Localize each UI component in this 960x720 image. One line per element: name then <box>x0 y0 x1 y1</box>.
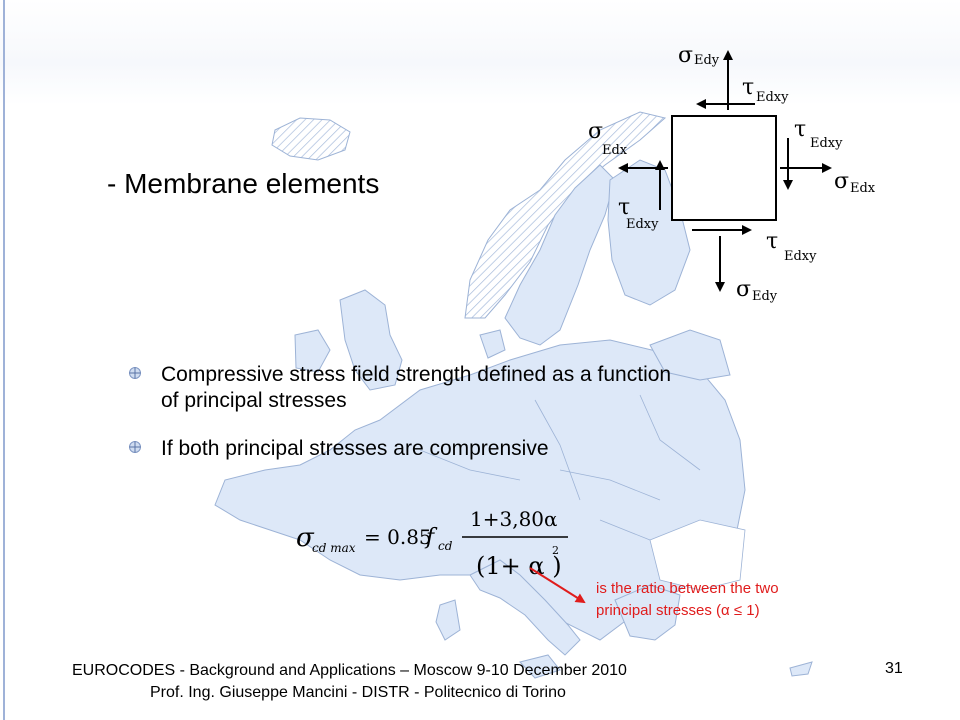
bullet-item: If both principal stresses are comprensi… <box>128 436 828 462</box>
tau-left-sub: Edxy <box>626 217 659 232</box>
left-border-line <box>3 0 5 720</box>
bullet-text-line1: Compressive stress field strength define… <box>161 363 672 386</box>
sigma-edx-right-symbol: σ <box>834 169 849 194</box>
footer: EUROCODES - Background and Applications … <box>72 660 627 704</box>
formula-lhs-symbol: σ <box>296 523 315 553</box>
sigma-edy-top-symbol: σ <box>678 43 693 68</box>
formula-lhs-subscript: cd max <box>312 541 356 555</box>
formula-numerator: 1+3,80α <box>470 507 558 531</box>
footer-line1: EUROCODES - Background and Applications … <box>72 662 627 679</box>
formula-equals: = 0.85 <box>364 525 432 549</box>
tau-top-sub: Edxy <box>756 90 789 105</box>
alpha-note-line2: principal stresses (α ≤ 1) <box>596 602 760 619</box>
formula-exponent: 2 <box>552 544 559 557</box>
sigma-edx-right-sub: Edx <box>850 181 876 196</box>
element-square <box>671 115 777 221</box>
tau-right-symbol: τ <box>794 117 806 142</box>
alpha-note-line1: is the ratio between the two <box>596 580 779 597</box>
formula-f: f <box>424 525 438 550</box>
formula-sigma-cd-max: σ cd max = 0.85 f cd 1+3,80α (1+ α ) 2 <box>296 507 568 580</box>
bullet-text: If both principal stresses are comprensi… <box>161 437 549 460</box>
alpha-note: is the ratio between the two principal s… <box>596 578 779 622</box>
bullet-item: Compressive stress field strength define… <box>128 362 828 414</box>
bullet-list: Compressive stress field strength define… <box>128 362 828 480</box>
tau-bottom-sub: Edxy <box>784 249 817 264</box>
sigma-edx-left-symbol: σ <box>588 119 603 144</box>
bullet-text-line2: of principal stresses <box>161 389 347 412</box>
formula-denominator: (1+ α ) <box>476 552 562 580</box>
footer-line2: Prof. Ing. Giuseppe Mancini - DISTR - Po… <box>150 684 566 701</box>
page-number: 31 <box>885 660 903 677</box>
slide-title: - Membrane elements <box>107 168 380 199</box>
formula-f-subscript: cd <box>438 539 453 553</box>
tau-right-sub: Edxy <box>810 136 843 151</box>
sigma-edy-bottom-symbol: σ <box>736 277 751 302</box>
tau-bottom-symbol: τ <box>766 229 778 254</box>
header-band <box>0 0 960 105</box>
membrane-stress-element-diagram: σ Edy τ Edxy σ Edx τ Edxy σ Edx τ Edxy τ… <box>588 43 876 304</box>
tau-left-symbol: τ <box>618 195 630 220</box>
sigma-edx-left-sub: Edx <box>602 143 628 158</box>
bullet-diamond-icon <box>129 367 141 379</box>
sigma-edy-top-sub: Edy <box>694 53 720 68</box>
bullet-diamond-icon <box>129 441 141 453</box>
sigma-edy-bottom-sub: Edy <box>752 289 778 304</box>
red-pointer-arrow <box>529 567 586 604</box>
tau-top-symbol: τ <box>742 75 754 100</box>
